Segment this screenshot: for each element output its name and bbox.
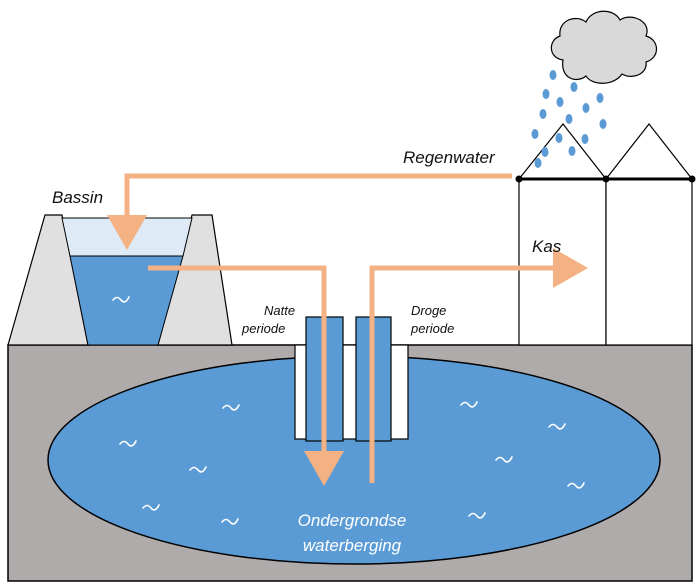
greenhouse-roof-right: [605, 123, 693, 180]
arrow-storage-to-greenhouse: [369, 248, 588, 483]
raindrop-icon: [570, 82, 578, 92]
label-dry-period-1: Droge: [411, 303, 446, 318]
raindrop-icon: [541, 147, 549, 157]
greenhouse-roof-left: [518, 123, 607, 180]
raindrop-icon: [531, 129, 539, 139]
cloud-icon: [550, 10, 658, 84]
label-wet-period-2: periode: [241, 321, 285, 336]
wave-mark: [460, 401, 478, 408]
gutter-node-1: [515, 175, 523, 183]
label-storage-2: waterberging: [303, 536, 402, 555]
raindrop-icon: [534, 158, 542, 168]
wave-mark: [495, 456, 513, 463]
label-basin: Bassin: [52, 188, 103, 207]
raindrop-icon: [539, 109, 547, 119]
raindrop-icon: [565, 114, 573, 124]
wave-mark: [119, 440, 137, 447]
raindrop-icon: [582, 103, 590, 113]
wave-mark: [189, 466, 207, 473]
raindrop-icon: [549, 70, 557, 80]
raindrop-icon: [596, 93, 604, 103]
gutter-node-3: [688, 175, 696, 183]
label-storage-1: Ondergrondse: [298, 511, 407, 530]
flow-arrows: [107, 173, 588, 486]
raindrop-icon: [568, 146, 576, 156]
wave-mark: [142, 504, 160, 511]
wave-mark: [221, 518, 239, 525]
greenhouse-right-body: [605, 178, 693, 346]
wave-mark: [548, 423, 566, 430]
label-dry-period-2: periode: [410, 321, 454, 336]
water-waves: [112, 296, 585, 525]
wave-mark: [567, 482, 585, 489]
raindrop-icon: [556, 97, 564, 107]
rain: [531, 70, 607, 168]
raindrop-icon: [555, 133, 563, 143]
label-rainwater: Regenwater: [403, 148, 496, 167]
arrow-basin-to-storage: [148, 265, 344, 486]
basin: [7, 214, 233, 346]
arrow-rain-to-basin: [107, 173, 512, 250]
raindrop-icon: [542, 89, 550, 99]
raindrop-icon: [581, 134, 589, 144]
gutter-node-2: [602, 175, 610, 183]
wave-mark: [222, 404, 240, 411]
raindrop-icon: [599, 119, 607, 129]
label-greenhouse: Kas: [532, 237, 562, 256]
label-wet-period-1: Natte: [264, 303, 295, 318]
greenhouse-left-body: [518, 178, 607, 346]
wave-mark: [112, 296, 130, 303]
greenhouse: [515, 123, 696, 346]
wave-mark: [468, 512, 486, 519]
